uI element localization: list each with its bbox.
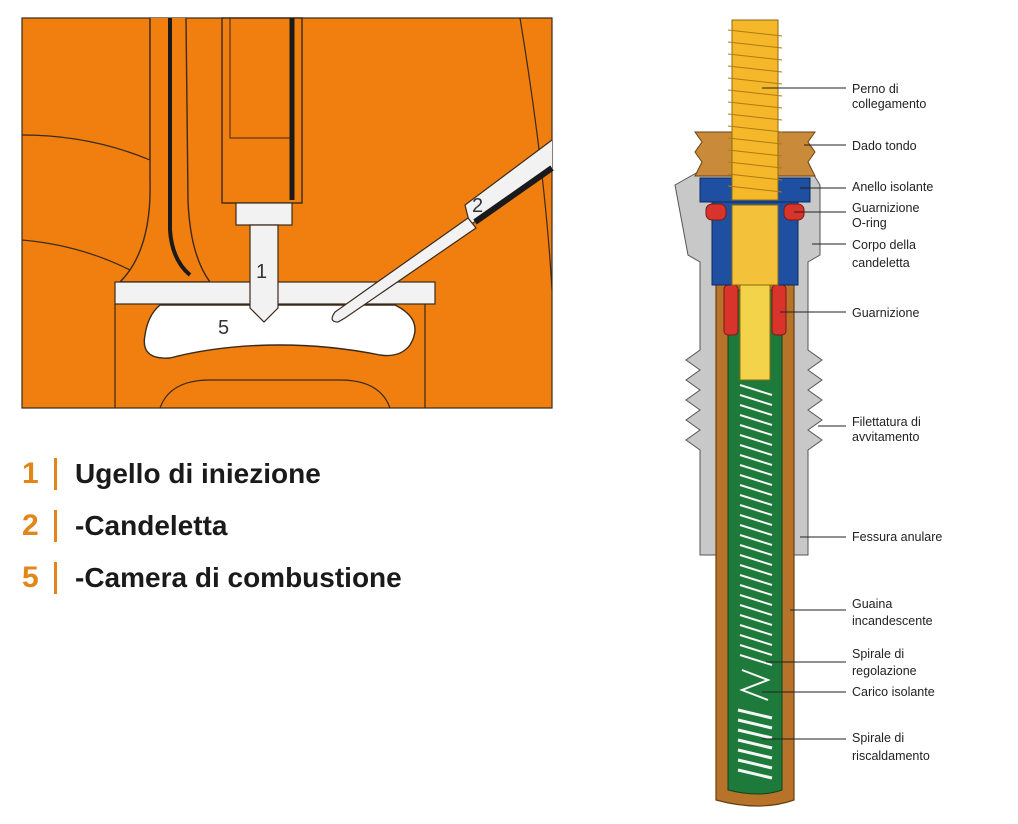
legend-label: Ugello di iniezione [75,458,321,489]
callout-anello: Anello isolante [852,180,933,194]
inner-seal-right [771,284,787,336]
callout-spirale-risc-line2: riscaldamento [852,749,930,763]
head-contour-line [21,239,131,271]
piston-top [159,379,391,409]
legend-number: 5 [22,561,39,594]
callout-spirale-reg-line2: regolazione [852,664,917,678]
legend-label: -Camera di combustione [75,562,402,593]
callout-oring-line1: Guarnizione [852,201,919,215]
callout-spirale-risc-line1: Spirale di [852,731,904,745]
legend-item-chamber: 5 -Camera di combustione [22,558,402,598]
inner-seal-left [723,284,739,336]
callout-fessura: Fessura anulare [852,530,942,544]
callout-guarnizione: Guarnizione [852,306,919,320]
callout-perno-line2: collegamento [852,97,926,111]
legend-divider [54,562,57,594]
regulating-coil [739,384,773,666]
valve-dark-edge [168,18,192,277]
label-nozzle: 1 [256,261,267,283]
heating-coil [737,708,773,780]
callout-guaina-line2: incandescente [852,614,933,628]
head-contour-line [21,18,151,161]
callout-corpo-line2: candeletta [852,256,910,270]
callout-oring-line2: O-ring [852,216,887,230]
glow-plug-dark-edge [473,165,554,225]
callout-dado: Dado tondo [852,139,917,153]
pin-shank [731,204,779,286]
callout-labels: Perno di collegamento Dado tondo Anello … [852,82,942,763]
callout-filettatura-line1: Filettatura di [852,415,921,429]
legend-divider [54,458,57,490]
label-chamber: 5 [218,317,229,339]
combustion-chamber [143,304,416,359]
legend-number: 2 [22,509,39,542]
legend-number: 1 [22,457,39,490]
glow-plug-cross-section [674,19,823,807]
callout-spirale-reg-line1: Spirale di [852,647,904,661]
combustion-chamber-illustration: 1 2 5 [21,17,554,409]
legend-item-nozzle: 1 Ugello di iniezione [22,454,321,494]
injector-collar [235,202,293,226]
legend-item-glow-plug: 2 -Candeletta [22,506,227,546]
connection-pin [731,19,779,201]
coil-junction [739,669,771,701]
pin-contact [739,284,771,381]
legend-label: -Candeletta [75,510,228,541]
callout-carico: Carico isolante [852,685,935,699]
label-glow-plug: 2 [472,195,483,217]
pin-thread [727,29,783,193]
callout-perno-line1: Perno di [852,82,899,96]
legend-divider [54,510,57,542]
injector-nozzle-tip [249,224,279,323]
glow-plug-tip [331,217,477,323]
callout-leaders [762,87,846,740]
callout-filettatura-line2: avvitamento [852,430,919,444]
callout-corpo-line1: Corpo della [852,238,916,252]
callout-guaina-line1: Guaina [852,597,892,611]
o-ring-left [705,203,727,221]
